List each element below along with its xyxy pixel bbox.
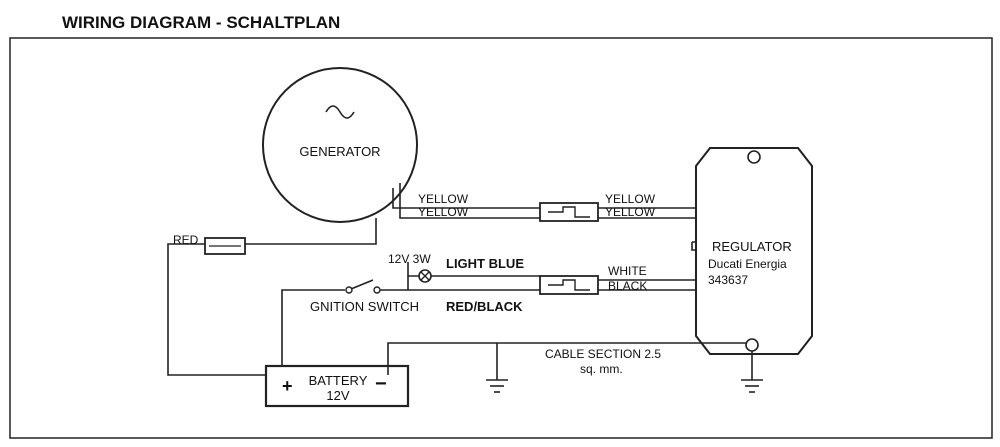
- switch-contact-1: [345, 286, 353, 294]
- red-label: RED: [173, 233, 199, 247]
- light-blue-label: LIGHT BLUE: [446, 256, 524, 271]
- ac-wave-icon: [325, 105, 355, 119]
- yellow-label-1-left: YELLOW: [418, 192, 469, 206]
- diagram-frame: [9, 37, 993, 439]
- white-label: WHITE: [608, 264, 647, 278]
- regulator-brand: Ducati Energia: [708, 257, 787, 271]
- switch-contact-2: [373, 286, 381, 294]
- battery-body: [264, 364, 410, 408]
- red-wire-gen: [245, 218, 377, 245]
- battery-plus: +: [282, 376, 293, 396]
- yellow-label-2-left: YELLOW: [418, 205, 469, 219]
- lamp-rating: 12V 3W: [388, 252, 431, 266]
- lamp-cross: [420, 271, 430, 281]
- ground-symbol-right: [741, 379, 763, 393]
- regulator-mount-top: [747, 150, 761, 164]
- generator-label: GENERATOR: [299, 144, 380, 159]
- ground-wire: [387, 342, 746, 375]
- regulator-mount-bottom: [745, 338, 759, 352]
- ignition-switch-label: GNITION SWITCH: [310, 299, 419, 314]
- regulator: REGULATOR Ducati Energia 343637: [691, 147, 813, 355]
- battery: + − BATTERY 12V: [264, 364, 410, 408]
- switch-wire-battery: [281, 289, 345, 375]
- ground-symbol-left: [486, 379, 508, 393]
- ignition-switch: [350, 279, 374, 290]
- yellow-wire-1-left: [392, 188, 540, 209]
- red-black-label: RED/BLACK: [446, 299, 523, 314]
- yellow-label-1-right: YELLOW: [605, 192, 656, 206]
- red-wire-battery: [167, 243, 266, 376]
- generator: GENERATOR: [262, 67, 418, 223]
- yellow-wire-2-left: [399, 183, 540, 219]
- generator-circle: [262, 67, 418, 223]
- regulator-part-number: 343637: [708, 273, 748, 287]
- yellow-label-2-right: YELLOW: [605, 205, 656, 219]
- diagram-title: WIRING DIAGRAM - SCHALTPLAN: [62, 13, 340, 32]
- cable-section-line1: CABLE SECTION 2.5: [545, 347, 661, 361]
- regulator-notch: [691, 241, 696, 251]
- connector-white-black: [539, 275, 599, 295]
- connector-yellow: [539, 202, 599, 222]
- cable-section-line2: sq. mm.: [580, 362, 623, 376]
- battery-label: BATTERY: [309, 373, 368, 388]
- regulator-body: [695, 147, 813, 355]
- battery-minus: −: [375, 373, 387, 395]
- black-label: BLACK: [608, 279, 647, 293]
- battery-voltage: 12V: [326, 388, 349, 403]
- regulator-label: REGULATOR: [712, 239, 792, 254]
